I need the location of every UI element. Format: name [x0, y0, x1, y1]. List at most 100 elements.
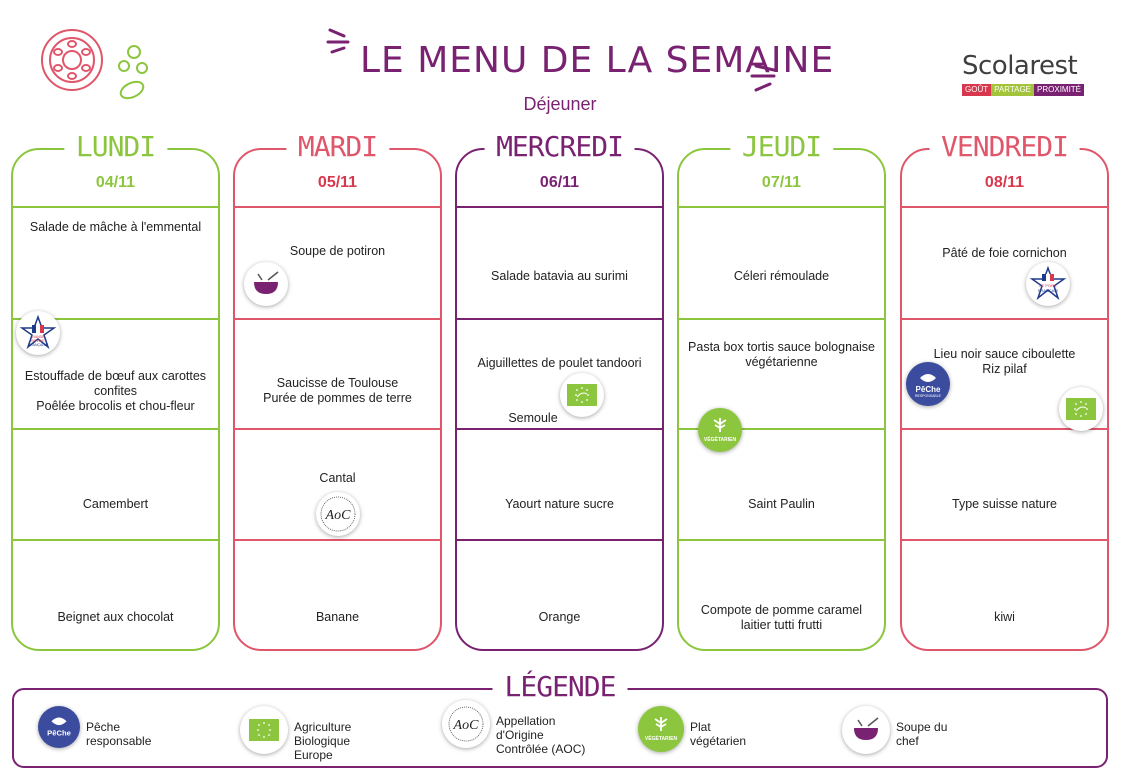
bio-europe-icon	[1059, 387, 1103, 431]
dish-plat: Pasta box tortis sauce bolognaise végéta…	[688, 340, 875, 369]
row-divider	[902, 206, 1107, 208]
legend-item: Soupe du chef	[842, 706, 947, 754]
peche-responsable-icon: PêChe RESPONSABLE	[906, 362, 950, 406]
bio-europe-icon	[560, 373, 604, 417]
dish-dessert: Beignet aux chocolat	[57, 610, 174, 624]
row-divider	[679, 428, 884, 430]
tagline-word: PROXIMITÉ	[1034, 84, 1085, 96]
dish-fromage: Camembert	[82, 497, 149, 511]
dish-entree: Salade batavia au surimi	[491, 269, 628, 283]
row-divider	[235, 428, 440, 430]
svg-text:VÉGÉTARIEN: VÉGÉTARIEN	[645, 734, 678, 742]
legend: LÉGENDE PêChe Pêche responsable Agricult…	[12, 670, 1108, 768]
dish-entree: Céleri rémoulade	[733, 269, 830, 283]
dish-plat: Estouffade de bœuf aux carottes confites…	[24, 369, 207, 413]
vegetarien-icon: VÉGÉTARIEN	[698, 408, 742, 452]
badge-text: VIANDE	[31, 335, 45, 339]
page-title: LE MENU DE LA SEMAINE	[360, 40, 835, 81]
soupe-chef-icon	[244, 262, 288, 306]
legend-label: Appellation d'Origine Contrôlée (AOC)	[496, 714, 586, 756]
dish-laitage: Yaourt nature sucre	[505, 497, 614, 511]
peche-responsable-icon: PêChe	[38, 706, 80, 748]
title-decoration-right	[750, 64, 776, 92]
row-divider	[235, 206, 440, 208]
logo-tagline: GOÛT PARTAGE PROXIMITÉ	[962, 84, 1108, 96]
badge-text: VÉGÉTARIEN	[704, 435, 737, 443]
day-name: VENDREDI	[929, 130, 1080, 163]
row-divider	[679, 206, 884, 208]
row-divider	[235, 318, 440, 320]
dish-accompagnement: Semoule	[508, 411, 558, 425]
row-divider	[13, 206, 218, 208]
row-divider	[457, 428, 662, 430]
badge-text: FRANÇAIS	[1038, 288, 1059, 293]
aoc-icon: AoC	[316, 492, 360, 536]
scolarest-logo: Scolarest GOÛT PARTAGE PROXIMITÉ	[962, 50, 1108, 96]
day-column-lundi: LUNDI 04/11 Salade de mâche à l'emmental…	[11, 130, 220, 651]
row-divider	[13, 318, 218, 320]
dish-plat: Saucisse de Toulouse Purée de pommes de …	[263, 376, 412, 405]
dish-dessert: Banane	[315, 610, 360, 624]
svg-text:AoC: AoC	[325, 508, 352, 523]
svg-text:PêChe: PêChe	[47, 729, 71, 738]
soupe-chef-icon	[842, 706, 890, 754]
day-date: 07/11	[761, 174, 802, 191]
badge-text: RESPONSABLE	[915, 394, 942, 398]
dish-fromage: Cantal	[319, 471, 356, 485]
tagline-word: GOÛT	[962, 84, 992, 96]
day-name: LUNDI	[63, 130, 168, 163]
row-divider	[902, 428, 1107, 430]
badge-text: FRANÇAISE	[28, 343, 49, 347]
dish-dessert: Compote de pomme caramel laitier tutti f…	[700, 603, 863, 632]
aoc-icon: AoC	[442, 700, 490, 748]
logo-wordmark: Scolarest	[962, 51, 1078, 81]
bio-europe-icon	[240, 706, 288, 754]
day-date: 04/11	[95, 174, 136, 191]
legend-title: LÉGENDE	[492, 670, 628, 703]
page-subtitle: Déjeuner	[523, 94, 597, 114]
day-date: 05/11	[317, 174, 358, 191]
row-divider	[235, 539, 440, 541]
row-divider	[457, 206, 662, 208]
day-column-mardi: MARDI 05/11 Soupe de potiron Saucisse de…	[233, 130, 442, 651]
legend-label: Soupe du chef	[896, 720, 948, 748]
dish-dessert: Orange	[538, 610, 581, 624]
badge-text: LE PORC	[1039, 283, 1057, 288]
dish-entree: Salade de mâche à l'emmental	[29, 220, 202, 234]
dish-plat: Aiguillettes de poulet tandoori	[477, 356, 642, 370]
tagline-word: PARTAGE	[991, 84, 1035, 96]
svg-text:AoC: AoC	[453, 718, 480, 733]
legend-label: Agriculture Biologique Europe	[294, 720, 352, 762]
day-name: MERCREDI	[484, 130, 635, 163]
row-divider	[679, 539, 884, 541]
row-divider	[13, 539, 218, 541]
badge-text: BOVINE	[31, 339, 45, 343]
day-name: JEUDI	[729, 130, 834, 163]
dish-fromage: Saint Paulin	[748, 497, 815, 511]
title-decoration-left	[326, 28, 350, 54]
legend-label: Plat végétarien	[690, 720, 747, 748]
dish-dessert: kiwi	[994, 610, 1015, 624]
badge-text: PêChe	[916, 385, 941, 394]
row-divider	[902, 539, 1107, 541]
dish-entree: Pâté de foie cornichon	[942, 246, 1067, 260]
dish-laitage: Type suisse nature	[952, 497, 1057, 511]
day-column-jeudi: JEUDI 07/11 Céleri rémoulade Pasta box t…	[677, 130, 886, 651]
row-divider	[902, 318, 1107, 320]
legend-item: AoC Appellation d'Origine Contrôlée (AOC…	[442, 700, 585, 756]
row-divider	[457, 539, 662, 541]
porc-francais-icon: LE PORC FRANÇAIS	[1026, 262, 1070, 306]
row-divider	[13, 428, 218, 430]
dish-plat: Lieu noir sauce ciboulette Riz pilaf	[933, 347, 1076, 376]
legend-label: Pêche responsable	[86, 720, 152, 748]
vegetarien-icon: VÉGÉTARIEN	[638, 706, 684, 752]
plate-illustration	[41, 29, 148, 100]
day-column-mercredi: MERCREDI 06/11 Salade batavia au surimi …	[455, 130, 664, 651]
viande-bovine-francaise-icon: VIANDE BOVINE FRANÇAISE	[16, 311, 60, 355]
legend-item: Agriculture Biologique Europe	[240, 706, 351, 762]
day-date: 06/11	[539, 174, 580, 191]
day-name: MARDI	[285, 130, 390, 163]
row-divider	[679, 318, 884, 320]
legend-item: VÉGÉTARIEN Plat végétarien	[638, 706, 746, 752]
legend-item: PêChe Pêche responsable	[38, 706, 151, 748]
